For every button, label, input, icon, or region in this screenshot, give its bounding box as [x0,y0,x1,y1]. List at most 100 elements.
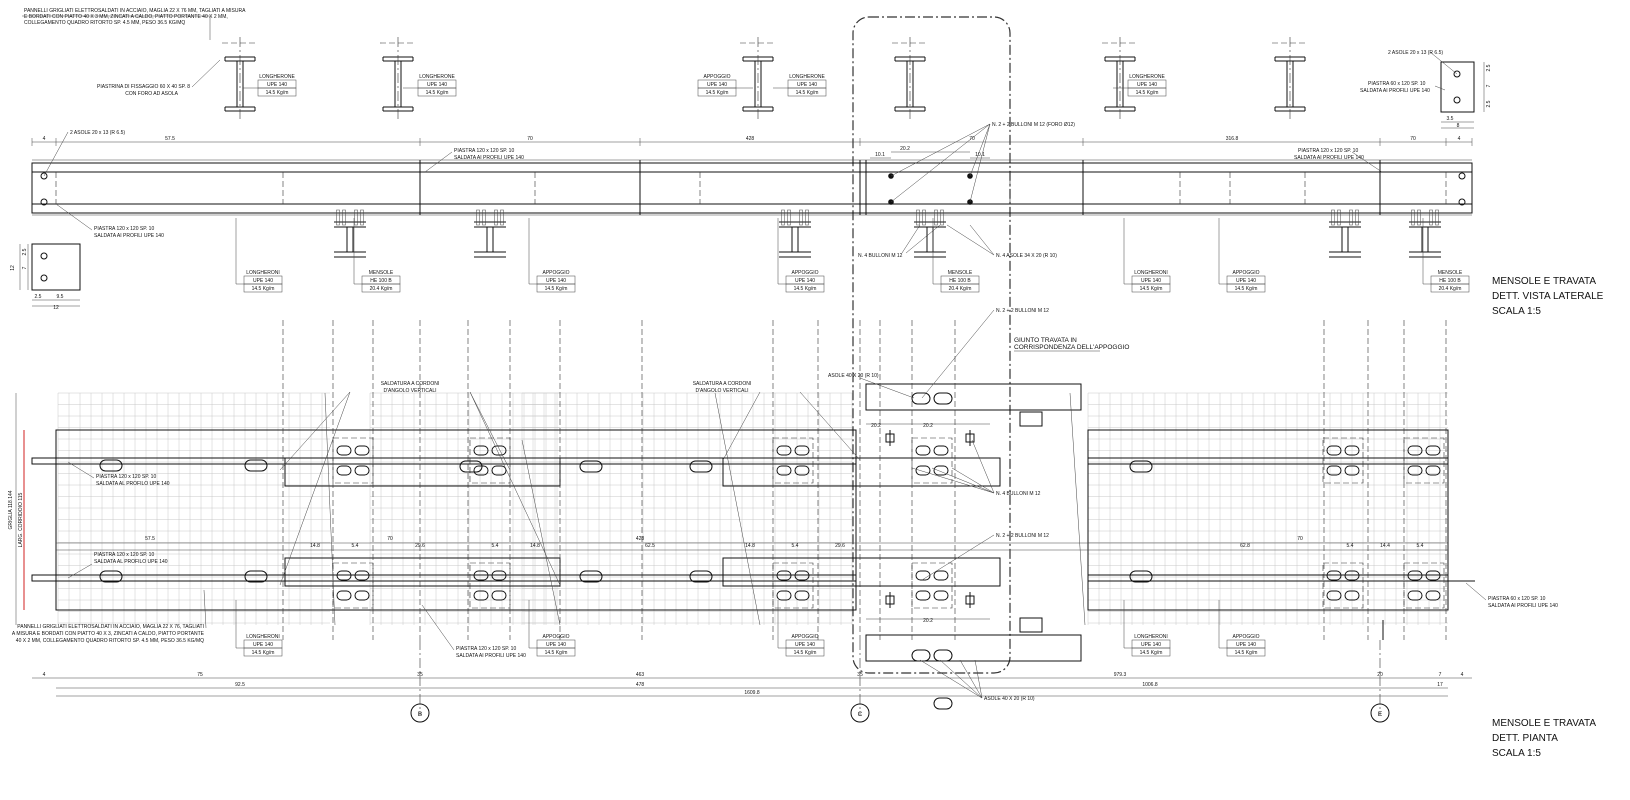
dim-plan-value: 5.4 [492,543,499,549]
leader [1351,151,1383,173]
joint-plan-bottom [865,634,1082,662]
tag-weight: 14.5 Kg/m [545,286,568,292]
leader [901,224,921,254]
dim-plan-value: 5.4 [1347,543,1354,549]
grating-panel-3 [521,392,853,625]
upe-section-4 [1102,37,1138,121]
dim-b2: 1006.8 [1142,682,1158,688]
leader [67,461,95,479]
joint-slot-4 [933,697,953,710]
note-bolts-4-m12-b: N. 4 BULLONI M 12 [996,491,1041,497]
leader [959,659,983,699]
tag-name: LONGHERONI [1134,634,1168,640]
tag-name: APPOGGIO [792,634,819,640]
dim-b2: 92.5 [235,682,245,688]
note-plate-120-right-1: PIASTRA 120 x 120 SP. 10 [1298,148,1358,154]
tag-weight: 14.5 Kg/m [794,650,817,656]
note-grating-top-line: COLLEGAMENTO QUADRO RITORTO SP. 4.5 MM, … [24,20,185,26]
leader [279,391,351,471]
plan-beam-lower [31,574,857,582]
leader [279,391,351,586]
upe-section-joint [892,37,928,121]
tag-profile: UPE 140 [546,642,566,648]
tag-name: APPOGGIO [792,270,819,276]
tag-weight: 14.5 Kg/m [426,90,449,96]
leader [43,131,69,177]
leader [969,224,995,256]
joint-plan-top [865,383,1082,411]
leader [974,659,983,699]
tag-name: APPOGGIO [543,270,570,276]
slot-hole [1453,96,1461,104]
title-side: SCALA 1:5 [1492,306,1541,317]
note-plan-plate-b-2: SALDATA AL PROFILO UPE 140 [94,559,168,565]
slot-group-top-2 [772,437,814,484]
joint-slot-3 [933,649,953,662]
dim-b1: 35 [857,672,863,678]
tag-profile: UPE 140 [253,642,273,648]
note-weld-b-2: D'ANGOLO VERTICALI [695,388,748,394]
dim-plan-value: 14.8 [310,543,320,549]
dim-plan-value: 29.6 [415,543,425,549]
beam-side-outline [31,162,1473,214]
dim-side-value: 70 [969,136,975,142]
dim-b1: 979.3 [1114,672,1127,678]
dim-side-value: 70 [1410,136,1416,142]
note-weld-b-1: SALDATURA A CORDONI [693,381,752,387]
leader [203,589,207,629]
hanger-section-1 [474,209,506,258]
dim-side-value: 316.8 [1226,136,1239,142]
dim: 2.5 [1486,64,1492,71]
axis-label-2: E [1378,711,1383,718]
note-plan-plate-c-1: PIASTRA 120 x 120 SP. 10 [456,646,516,652]
leader [890,123,991,177]
leader [1465,582,1487,601]
note-weld-a-2: D'ANGOLO VERTICALI [383,388,436,394]
hanger-section-5 [1409,209,1441,258]
leader [469,391,511,471]
slot-group-bottom-4 [1322,562,1364,609]
tag-weight: 14.5 Kg/m [796,90,819,96]
tag-profile: HE 100 B [1439,278,1461,284]
note-plate-120-mid-2: SALDATA AI PROFILI UPE 140 [454,155,524,161]
slot-group-bottom-1 [469,562,511,609]
note-plate-120-left-1: PIASTRA 120 x 120 SP. 10 [94,226,154,232]
slot-group-top-1 [469,437,511,484]
axis-label-1: C [858,711,863,718]
plan-beam-upper-r [1087,457,1449,465]
note-slots-40x20-a: ASOLE 40 X 20 (R 10) [828,373,879,379]
leader [946,224,995,256]
tag-name: LONGHERONE [419,74,455,80]
plate-120x120-detail [31,243,81,291]
note-weld-a-1: SALDATURA A CORDONI [381,381,440,387]
dim: 7 [22,266,28,269]
upe-section-1 [222,37,258,121]
joint-title-1: GIUNTO TRAVATA IN [1014,337,1077,344]
title-plan: DETT. PIANTA [1492,733,1558,744]
tag-weight: 14.5 Kg/m [1136,90,1159,96]
slot-hole [1453,70,1461,78]
dim-plan-value: 57.5 [145,536,155,542]
plan-outline-right [1087,429,1449,611]
plan-outline-left [55,429,857,611]
note-grating-top-line: E BORDATI CON PIATTO 40 X 3 MM, ZINCATI … [24,14,228,20]
dim-b1: 75 [197,672,203,678]
tag-profile: UPE 140 [1236,642,1256,648]
tag-weight: 14.5 Kg/m [706,90,729,96]
upe-section-3 [740,37,776,121]
dim: 2.5 [1486,100,1492,107]
dim: 2.5 [35,294,42,300]
axis-marker-2 [1370,703,1390,723]
leader [859,377,915,399]
tag-weight: 14.5 Kg/m [1140,286,1163,292]
note-grating-bottom-line: A MISURA E BORDATI CON PIATTO 40 X 3, ZI… [12,631,205,637]
hanger-section-2 [779,209,811,258]
note-bolts-2x2-a: N. 2 + 2 BULLONI M 12 [996,308,1049,314]
tag-name: LONGHERONI [1134,270,1168,276]
dim-joint: 20.2 [923,618,933,624]
